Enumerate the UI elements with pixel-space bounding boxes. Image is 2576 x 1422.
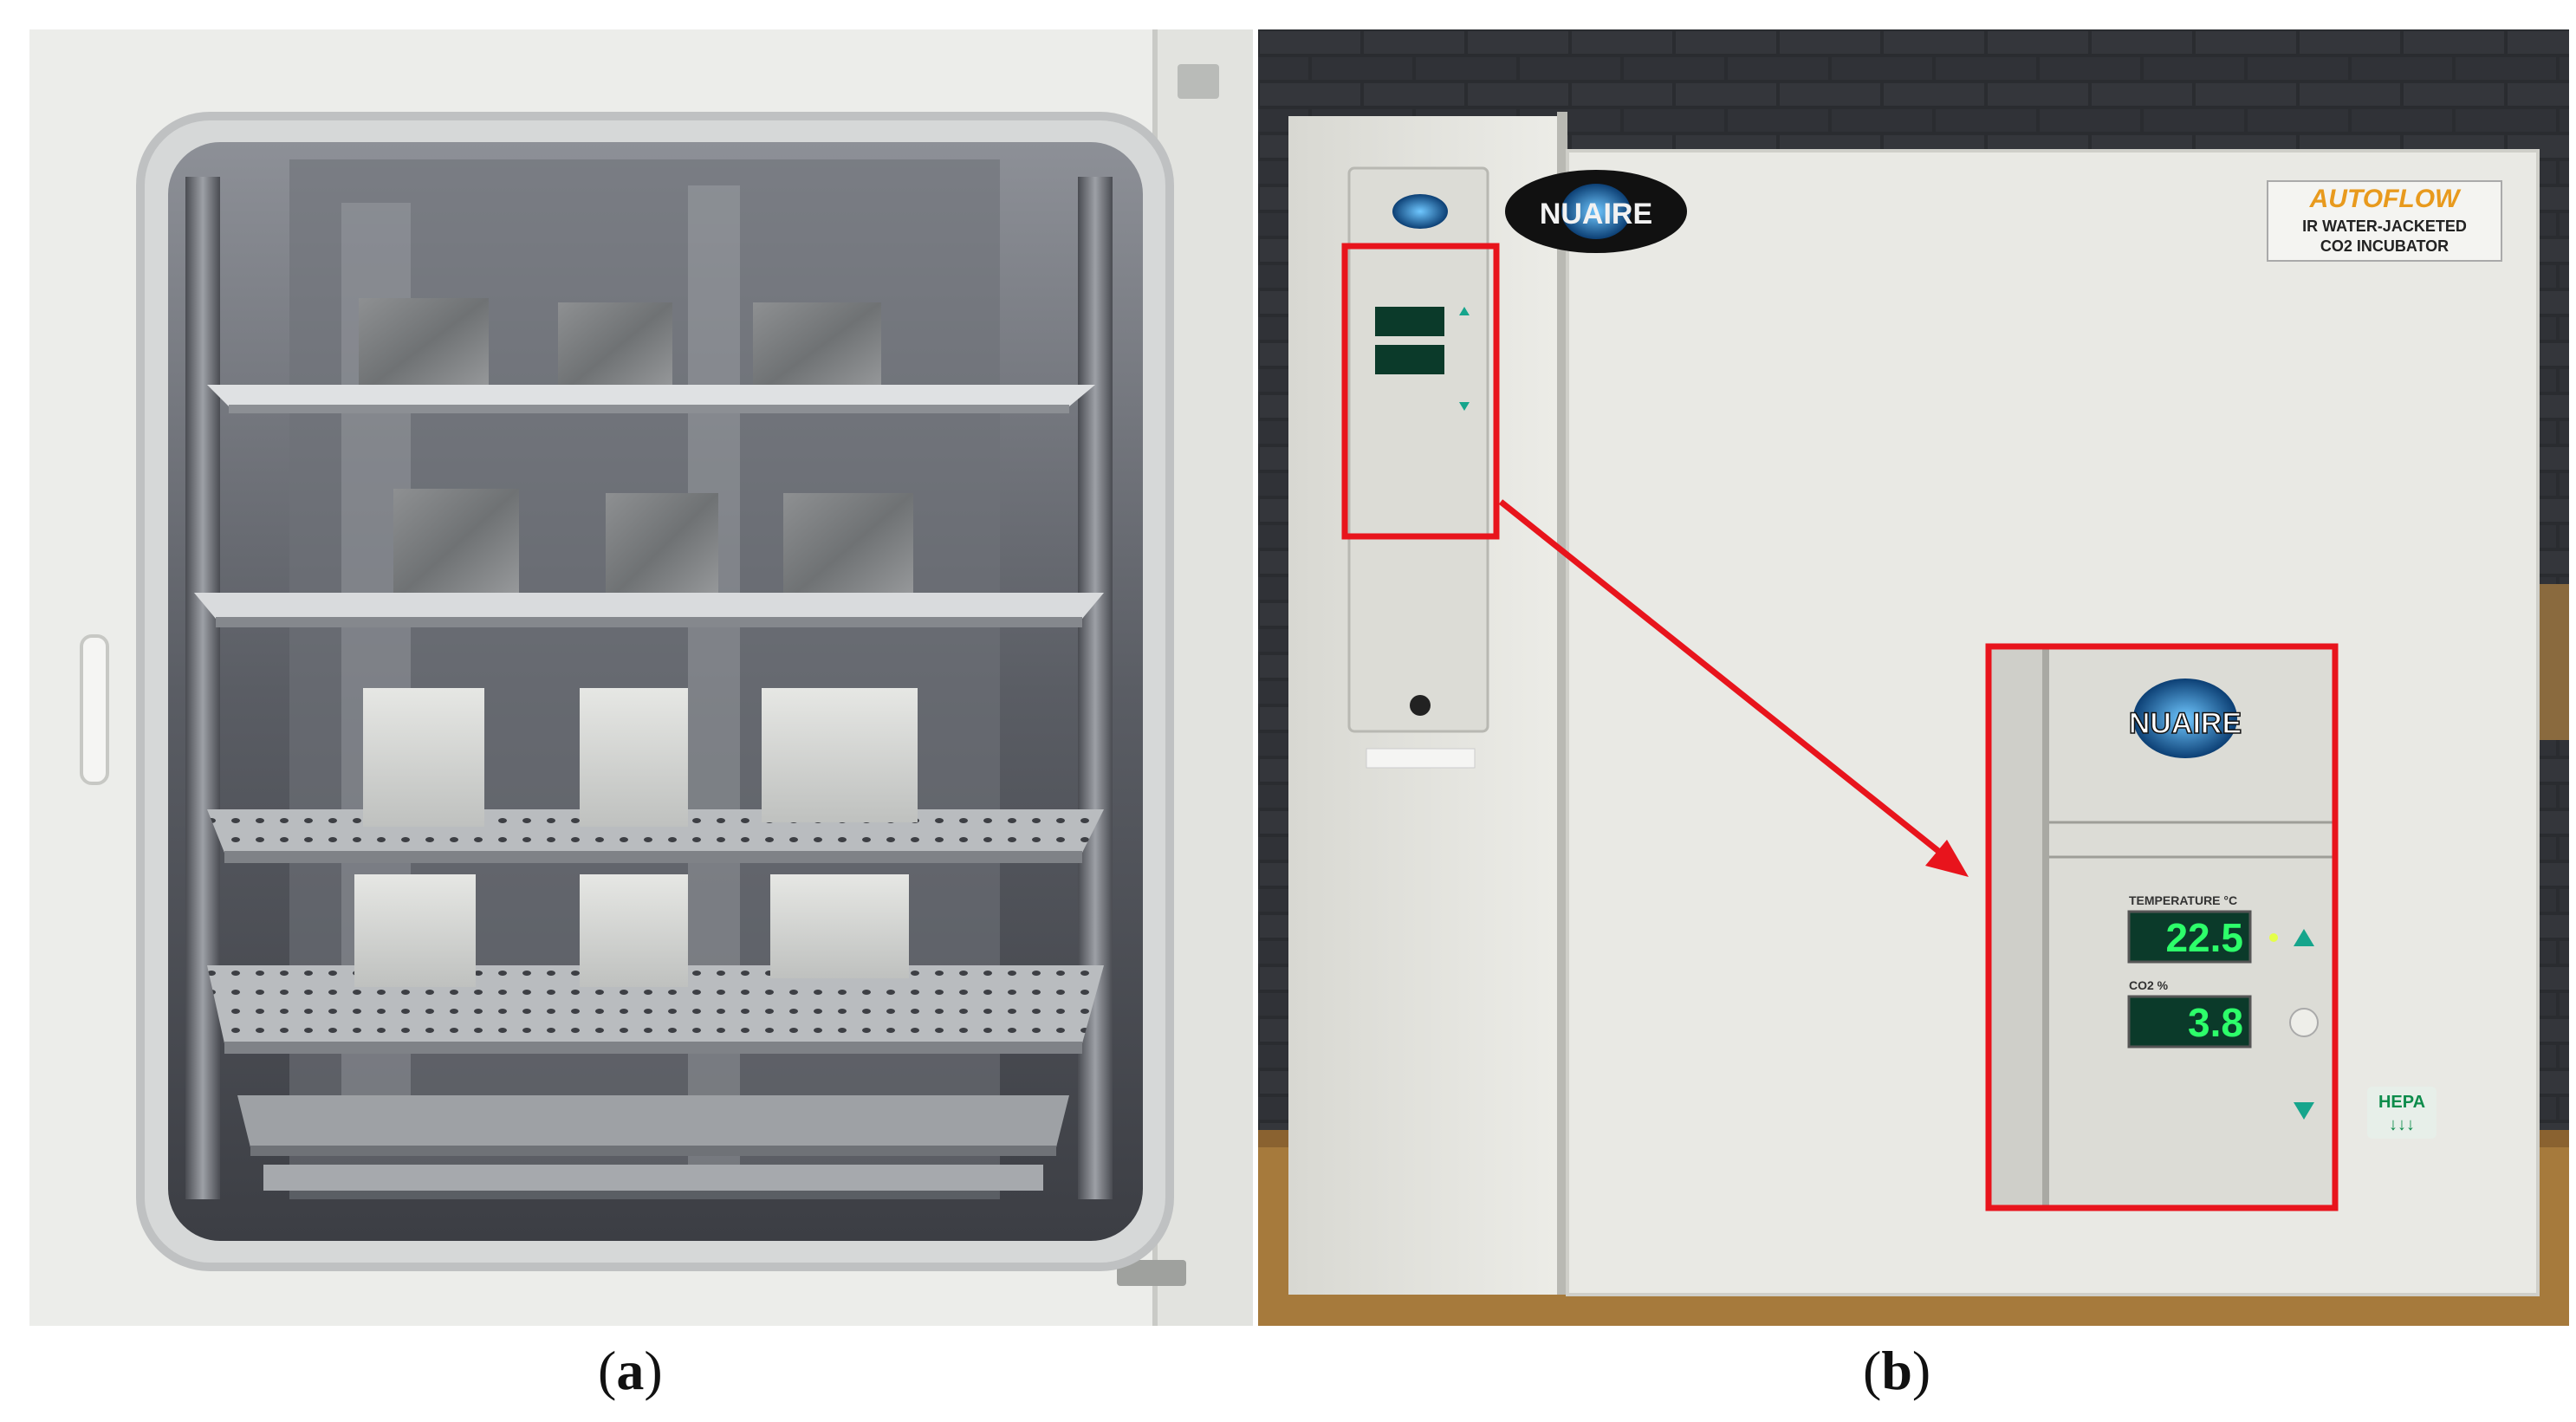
specimen-cube (753, 302, 881, 396)
photo-closed-incubator: NUAIRE AUTOFLOW IR WATER-JACKETED CO2 IN… (1258, 29, 2569, 1326)
shelf-2 (194, 489, 1104, 627)
callout-arrow (1498, 499, 1954, 864)
hinge-top (1178, 64, 1219, 99)
specimen-cube (359, 298, 489, 395)
power-switch-icon (1410, 695, 1431, 716)
caption-a: (a) (598, 1340, 663, 1401)
shelf-4 (207, 874, 1104, 1054)
specimen-cube (606, 493, 718, 604)
svg-text:NUAIRE: NUAIRE (2129, 707, 2242, 740)
shelf-5 (237, 1095, 1069, 1191)
specimen-prism (762, 688, 918, 822)
specimen-prism (580, 688, 688, 827)
shelf-1 (207, 298, 1095, 413)
co2-label: CO2 % (2129, 978, 2169, 992)
globe-icon (1561, 184, 1631, 239)
arrow-up-icon (2294, 929, 2314, 946)
specimen-prism (354, 874, 476, 987)
svg-text:AUTOFLOW: AUTOFLOW (2309, 185, 2462, 213)
svg-text:CO2 INCUBATOR: CO2 INCUBATOR (2320, 237, 2449, 255)
specimen-cube (783, 493, 913, 604)
specimen-cube (393, 489, 519, 601)
co2-value: 3.8 (2188, 1000, 2243, 1045)
brand-name: NUAIRE (1540, 198, 1652, 231)
brand-logo: NUAIRE (1505, 170, 1687, 253)
rack-rail-right (1078, 177, 1113, 1199)
hepa-sticker: HEPA ↓↓↓ (2367, 1087, 2436, 1139)
highlight-box-inset (1985, 643, 2339, 1211)
caption-b: (b) (1863, 1340, 1931, 1401)
specimen-prism (363, 688, 484, 827)
globe-icon (2133, 679, 2237, 758)
arrow-down-icon (2294, 1102, 2314, 1120)
specimen-prism (580, 874, 688, 987)
temperature-display (2127, 910, 2252, 964)
specimen-cube (558, 302, 672, 396)
logo-small-icon (1392, 194, 1448, 229)
shelf-3 (207, 688, 1104, 863)
co2-display (2127, 995, 2252, 1049)
rack-rail-left (185, 177, 220, 1199)
product-badge: AUTOFLOW IR WATER-JACKETED CO2 INCUBATOR (2267, 180, 2502, 262)
svg-text:IR WATER-JACKETED: IR WATER-JACKETED (2302, 218, 2467, 235)
hinge-bottom (1117, 1260, 1186, 1286)
specimen-prism (770, 874, 909, 978)
door-handle (80, 634, 109, 785)
photo-open-incubator (29, 29, 1253, 1326)
temperature-label: TEMPERATURE °C (2129, 893, 2237, 907)
svg-text:HEPA: HEPA (2378, 1093, 2425, 1112)
control-panel-small (1347, 166, 1489, 733)
temperature-value: 22.5 (2165, 915, 2243, 960)
highlight-box-small (1341, 243, 1500, 540)
magnified-inset: NUAIRE TEMPERATURE °C 22.5 CO2 % 3.8 (1989, 646, 2335, 1208)
select-knob-icon (2289, 1008, 2319, 1037)
svg-text:↓↓↓: ↓↓↓ (2389, 1115, 2415, 1134)
